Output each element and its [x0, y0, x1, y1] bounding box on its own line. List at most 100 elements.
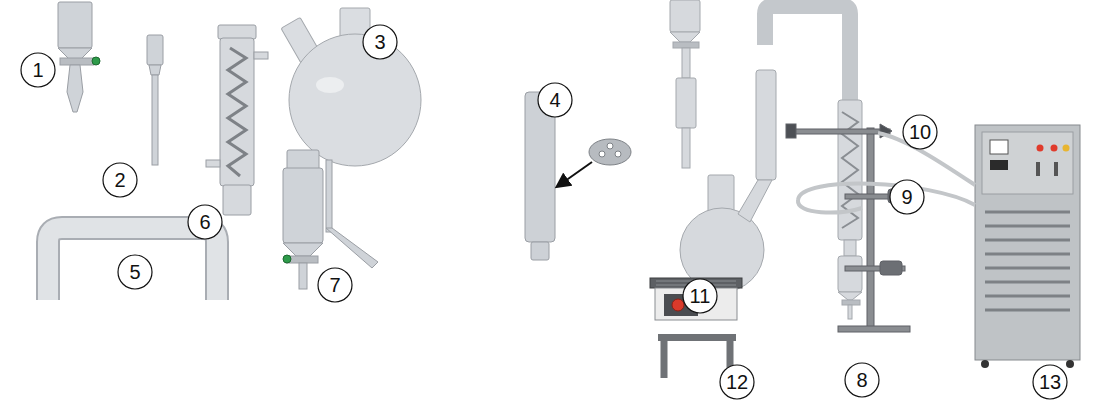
callout-circle: 10 [902, 114, 938, 150]
assembled-glassware-part [682, 128, 690, 168]
callout-circle: 12 [719, 364, 755, 400]
dropping-funnel-part [67, 65, 83, 112]
receiver-funnel-part [287, 150, 319, 170]
callout-ring [890, 180, 924, 214]
coil-condenser-part [223, 185, 251, 215]
assembled-glassware-part [765, 6, 850, 105]
callout-number: 3 [362, 24, 398, 60]
callout-number: 9 [889, 179, 925, 215]
circulating-chiller-part [1066, 360, 1074, 368]
callout-circle: 9 [889, 179, 925, 215]
callout-circle: 11 [682, 278, 718, 314]
circulating-chiller-part [990, 160, 1008, 170]
callout-number: 1 [20, 52, 56, 88]
lab-stand-part [664, 341, 730, 378]
callout-number: 5 [117, 254, 153, 290]
hotplate-stirrer [650, 278, 742, 320]
callout-ring [683, 279, 717, 313]
coil-condenser-part [206, 160, 220, 167]
callout-ring [538, 83, 572, 117]
callout-number: 4 [537, 82, 573, 118]
coil-condenser-part [254, 52, 268, 59]
packed-column-part [531, 242, 549, 260]
callout-ring [118, 255, 152, 289]
retort-stand-part [786, 124, 796, 138]
callout-circle: 8 [844, 362, 880, 398]
retort-stand-part [792, 129, 890, 134]
callout-number: 8 [844, 362, 880, 398]
assembled-glassware-part [682, 48, 690, 78]
callout-number: 11 [682, 278, 718, 314]
dropping-funnel-part [92, 57, 100, 65]
callout-circle: 4 [537, 82, 573, 118]
callout-circle: 13 [1032, 364, 1068, 400]
thermometer-adapter-part [147, 35, 163, 65]
assembled-glassware-part [848, 305, 852, 319]
circulating-chiller-part [1054, 162, 1058, 176]
callout-circle: 7 [317, 267, 353, 303]
callout-circle: 3 [362, 24, 398, 60]
circulating-chiller-part [990, 140, 1008, 154]
receiver-funnel-part [283, 255, 291, 263]
assembled-glassware-part [842, 300, 860, 305]
thermometer-adapter-part [149, 65, 161, 75]
callout-circle: 6 [187, 204, 223, 240]
coolant-hose [798, 133, 975, 213]
packed-column [525, 92, 631, 260]
bridge-tube [48, 228, 217, 300]
round-bottom-flask-part [289, 34, 421, 166]
bridge-tube-part [48, 228, 217, 300]
callout-circle: 5 [117, 254, 153, 290]
callout-ring [845, 363, 879, 397]
assembled-glassware-part [838, 100, 862, 240]
circulating-chiller-part [1036, 162, 1040, 176]
callout-ring [318, 268, 352, 302]
callout-number: 7 [317, 267, 353, 303]
callout-ring [21, 53, 55, 87]
coil-condenser-part [228, 48, 246, 176]
retort-stand-part [838, 326, 910, 332]
assembled-glassware-part [756, 70, 776, 180]
circulating-chiller-part [985, 212, 1070, 310]
receiver-funnel-part [326, 228, 378, 268]
callout-number: 12 [719, 364, 755, 400]
retort-stand [786, 124, 915, 332]
packed-column-part [607, 143, 613, 149]
packed-column-part [558, 162, 592, 186]
circulating-chiller [975, 125, 1080, 368]
dropping-funnel-part [58, 2, 92, 48]
assembled-glassware [670, 0, 862, 319]
retort-stand-part [867, 128, 874, 328]
circulating-chiller-part [1051, 145, 1058, 152]
circulating-chiller-part [975, 125, 1080, 360]
receiver-funnel-part [283, 243, 323, 256]
circulating-chiller-part [1063, 145, 1070, 152]
callout-number: 10 [902, 114, 938, 150]
callout-ring [363, 25, 397, 59]
packed-column-part [599, 151, 605, 157]
callout-ring [103, 163, 137, 197]
callout-ring [903, 115, 937, 149]
assembled-glassware-part [838, 256, 862, 292]
round-bottom-flask [281, 8, 421, 166]
assembled-glassware-part [838, 292, 862, 300]
assembled-glassware-part [673, 42, 699, 48]
dropping-funnel-part [60, 58, 94, 65]
callout-ring [188, 205, 222, 239]
callout-number: 2 [102, 162, 138, 198]
packed-column-part [589, 139, 631, 165]
callout-circle: 1 [20, 52, 56, 88]
bridge-tube-part [48, 228, 217, 300]
coil-condenser-part [220, 38, 254, 186]
coil-condenser-part [218, 25, 256, 39]
callout-number: 6 [187, 204, 223, 240]
assembled-glassware-part [670, 0, 700, 32]
coil-condenser [206, 25, 268, 215]
dropping-funnel [58, 2, 100, 112]
assembled-glassware-part [738, 180, 772, 222]
lab-stand-part [658, 334, 736, 341]
assembled-glassware-part [844, 240, 856, 256]
circulating-chiller-part [981, 360, 989, 368]
